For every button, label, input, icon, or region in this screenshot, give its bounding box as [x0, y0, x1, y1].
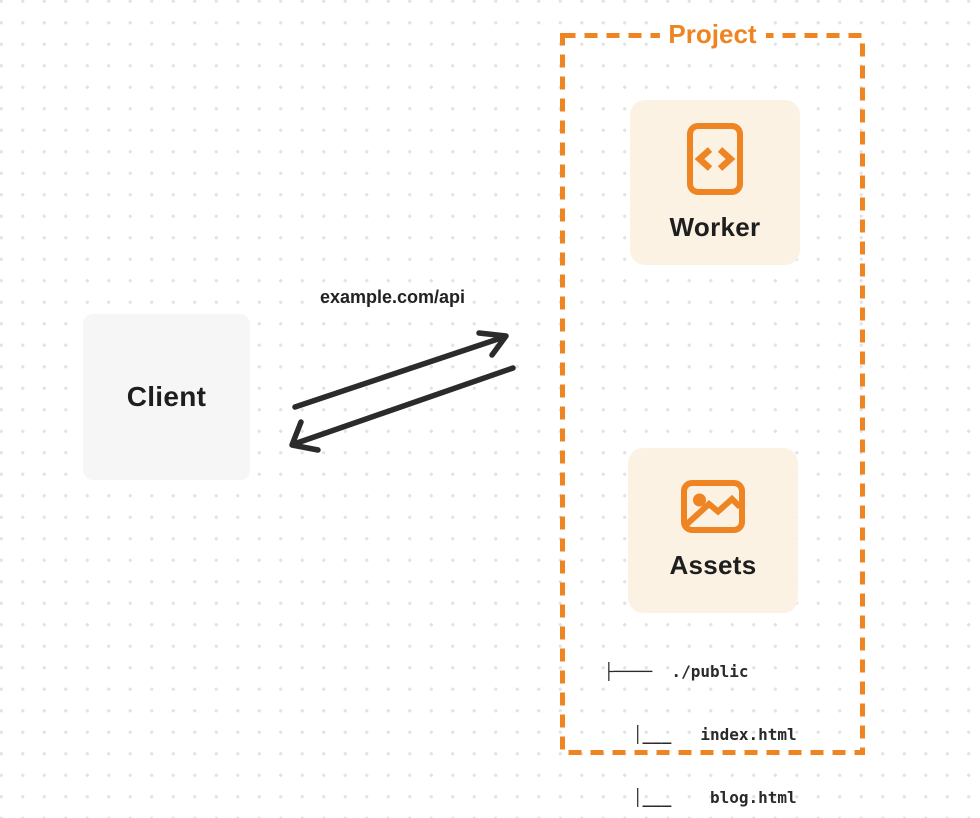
response-arrow — [289, 365, 516, 453]
assets-label: Assets — [669, 550, 757, 580]
tree-line-blog: │___ blog.html — [604, 788, 797, 807]
assets-card: Assets — [628, 448, 798, 613]
project-dashed-border — [560, 33, 865, 755]
project-boundary: Project Worker Assets — [560, 20, 865, 755]
tree-line-public: ├──── ./public — [604, 662, 749, 681]
image-icon — [681, 480, 745, 533]
client-node: Client — [83, 314, 250, 480]
assets-file-tree: ├──── ./public │___ index.html │___ blog… — [604, 619, 797, 818]
tree-line-index: │___ index.html — [604, 725, 797, 744]
worker-card: Worker — [630, 100, 800, 265]
project-label: Project — [659, 20, 766, 48]
request-arrow — [292, 330, 509, 410]
client-label: Client — [126, 381, 207, 412]
code-file-icon — [687, 122, 743, 195]
request-url-label: example.com/api — [319, 287, 466, 307]
worker-label: Worker — [669, 211, 761, 242]
